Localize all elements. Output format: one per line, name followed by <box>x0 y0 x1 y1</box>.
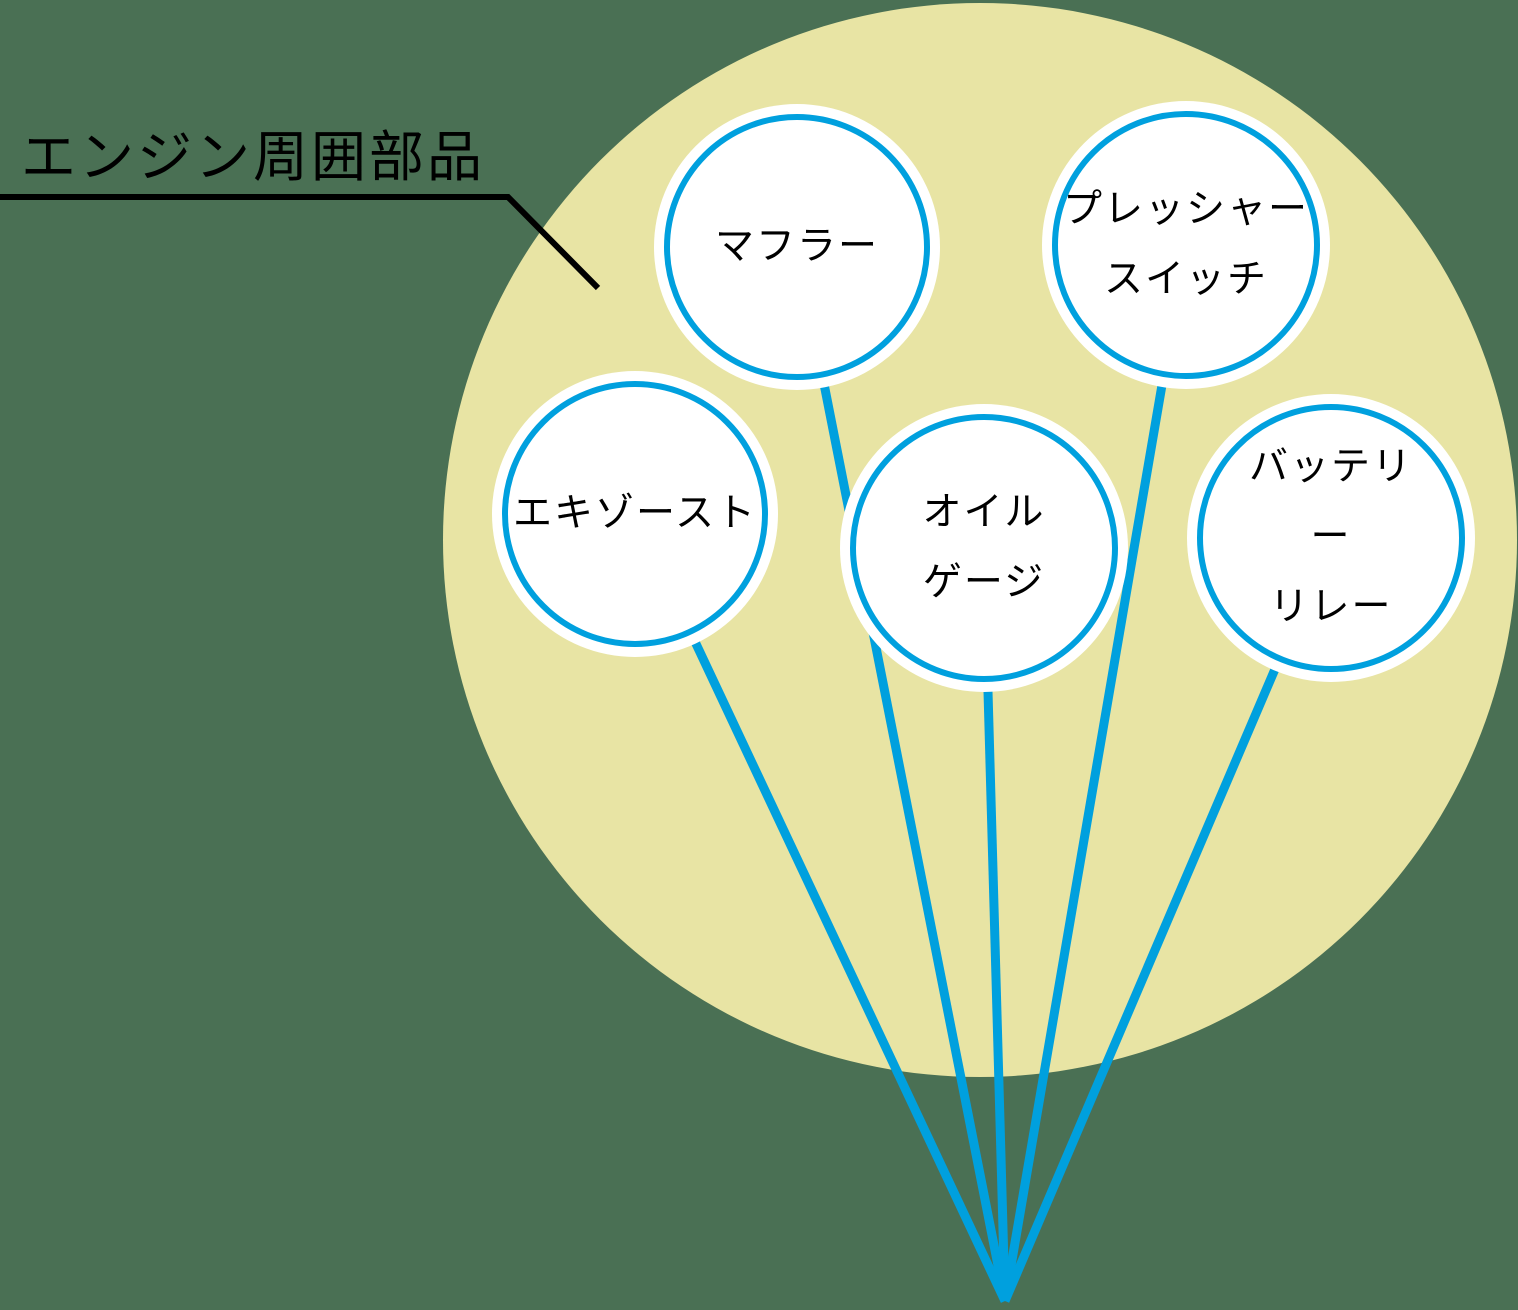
node-circle-exhaust <box>492 371 778 657</box>
node-label-oil-gauge: オイル ゲージ <box>922 490 1046 604</box>
node-label-battery-relay: バッテリー リレー <box>1248 445 1413 630</box>
connector-exhaust <box>630 512 1010 1303</box>
title-leader-line <box>0 194 601 291</box>
node-circle-oil-gauge <box>840 404 1128 692</box>
node-circles <box>492 101 1475 692</box>
node-label-muffler: マフラー <box>714 224 880 268</box>
node-label-exhaust: エキゾースト <box>512 491 758 535</box>
node-circle-pressure-switch <box>1042 101 1330 389</box>
diagram-title: エンジン周囲部品 <box>21 126 486 188</box>
connector-pressure-switch <box>1000 244 1191 1302</box>
connector-muffler <box>792 246 1010 1302</box>
connector-lines <box>630 244 1336 1303</box>
node-circle-battery-relay <box>1187 394 1475 682</box>
node-label-pressure-switch: プレッシャー スイッチ <box>1062 187 1310 301</box>
node-circle-muffler <box>654 104 940 390</box>
